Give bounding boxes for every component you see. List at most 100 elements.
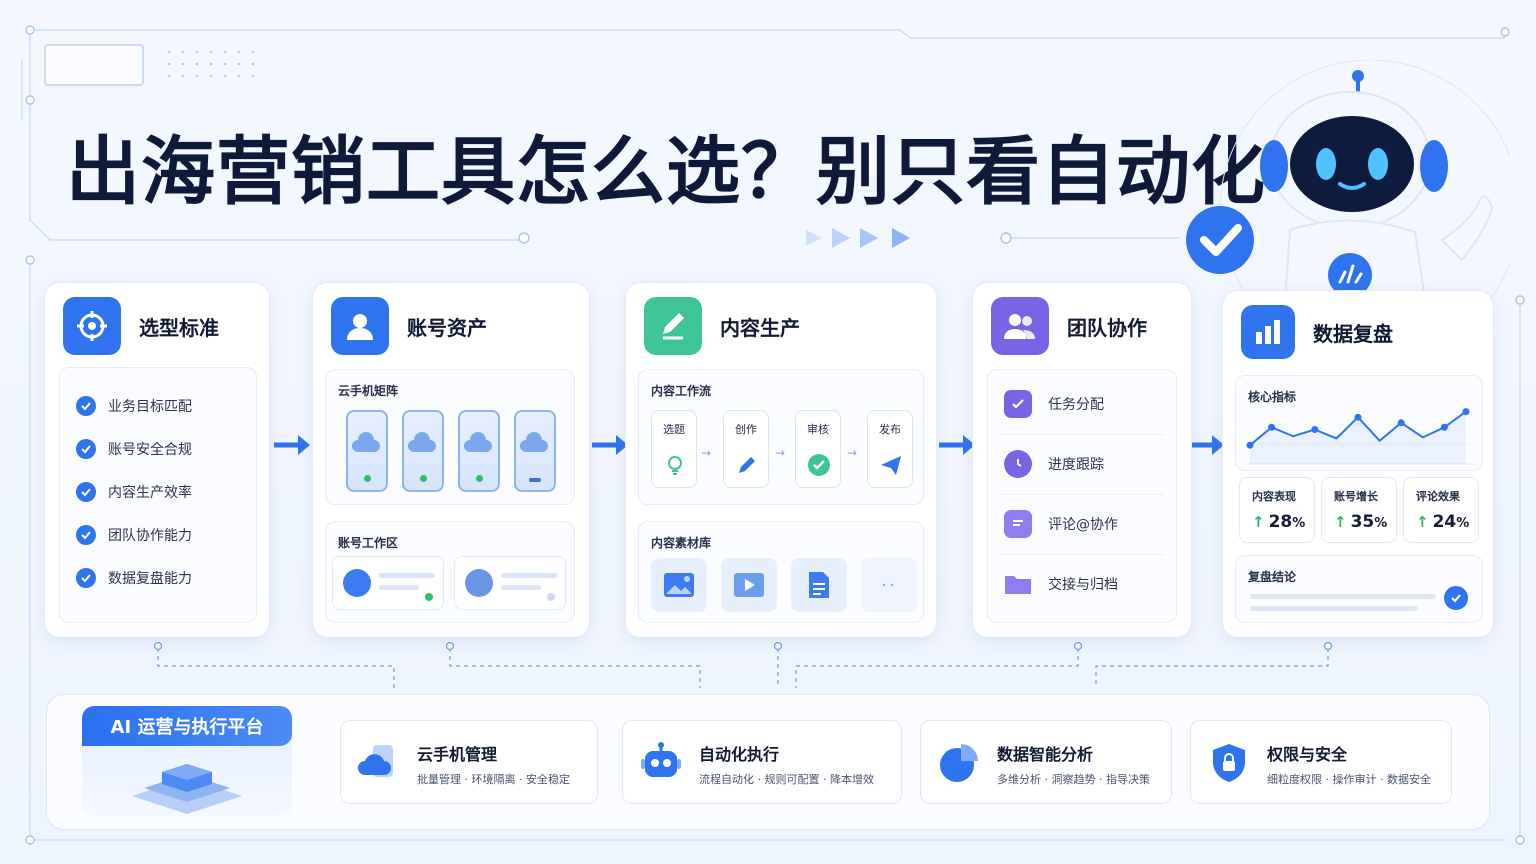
- criteria-list: 业务目标匹配 账号安全合规 内容生产效率 团队协作能力 数据复盘能力: [59, 367, 257, 623]
- cloud-phone-matrix: 云手机矩阵: [325, 369, 575, 505]
- cloud-phone-icon: [458, 410, 500, 492]
- card-account-assets: 账号资产 云手机矩阵 账号工作区: [312, 282, 590, 638]
- card-team-collaboration: 团队协作 任务分配 进度跟踪 评论@协作 交接与归档: [972, 282, 1192, 638]
- feature-data-analysis: 数据智能分析 多维分析 · 洞察趋势 · 指导决策: [920, 720, 1172, 804]
- target-icon: [63, 297, 121, 355]
- check-icon: [76, 439, 96, 459]
- card-selection-criteria: 选型标准 业务目标匹配 账号安全合规 内容生产效率 团队协作能力 数据复盘能力: [44, 282, 270, 638]
- trend-point: [1397, 419, 1405, 427]
- lightbulb-icon: [668, 456, 682, 475]
- edit-icon: [644, 297, 702, 355]
- trend-point: [1462, 408, 1470, 416]
- decorative-box: [44, 44, 144, 86]
- check-icon: [76, 396, 96, 416]
- workflow-step: 发布: [867, 410, 913, 488]
- arrow-up-icon: ↑: [1334, 513, 1347, 531]
- list-item: 业务目标匹配: [76, 396, 192, 416]
- user-icon: [331, 297, 389, 355]
- check-circle-icon: [808, 454, 830, 476]
- card-title: 数据复盘: [1313, 321, 1393, 346]
- more-icon: ··: [861, 558, 917, 612]
- platform-cube-icon: [132, 764, 242, 814]
- list-item: 数据复盘能力: [76, 568, 192, 588]
- feature-permission-security: 权限与安全 细粒度权限 · 操作审计 · 数据安全: [1190, 720, 1452, 804]
- card-data-review: 数据复盘 核心指标 内容表现 ↑28% 账号增长 ↑35% 评论效果 ↑24% …: [1222, 290, 1494, 638]
- pie-chart-icon: [940, 744, 978, 782]
- metric-card: 评论效果 ↑24%: [1403, 477, 1479, 543]
- send-icon: [881, 456, 901, 475]
- workflow-step: 创作: [723, 410, 769, 488]
- avatar-icon: [343, 569, 371, 597]
- card-title: 选型标准: [139, 315, 219, 340]
- list-item: 团队协作能力: [76, 525, 192, 545]
- check-circle-icon: [1444, 586, 1468, 610]
- cloud-phone-icon: [402, 410, 444, 492]
- trend-point: [1311, 426, 1319, 434]
- arrow-right-icon: [274, 435, 310, 455]
- check-icon: [76, 482, 96, 502]
- trend-point: [1246, 441, 1254, 449]
- card-title: 内容生产: [720, 315, 800, 340]
- section-label: 核心指标: [1248, 390, 1297, 404]
- arrow-right-icon: [1192, 435, 1224, 455]
- metric-card: 账号增长 ↑35%: [1321, 477, 1397, 543]
- section-label: 账号工作区: [338, 536, 399, 550]
- check-icon: [76, 568, 96, 588]
- section-label: 内容工作流: [651, 384, 712, 398]
- list-item: 进度跟踪: [1004, 450, 1104, 478]
- core-metrics-panel: 核心指标: [1235, 375, 1483, 471]
- page-title: 出海营销工具怎么选？别只看自动化功能: [66, 129, 1416, 215]
- workspace-item: [332, 556, 444, 610]
- trend-line-chart: [1246, 408, 1474, 465]
- section-label: 内容素材库: [651, 536, 712, 550]
- video-icon: [721, 558, 777, 612]
- comment-icon: [1004, 510, 1032, 538]
- arrow-right-icon: [592, 435, 628, 455]
- feature-automation: 自动化执行 流程自动化 · 规则可配置 · 降本增效: [622, 720, 902, 804]
- review-conclusion: 复盘结论: [1235, 555, 1483, 623]
- workflow-step: 选题: [651, 410, 697, 488]
- cloud-phone-icon: [346, 410, 388, 492]
- trend-point: [1440, 423, 1448, 431]
- list-item: 任务分配: [1004, 390, 1104, 418]
- trend-point: [1268, 423, 1276, 431]
- document-icon: [791, 558, 847, 612]
- folder-icon: [1004, 570, 1032, 598]
- list-item: 内容生产效率: [76, 482, 192, 502]
- step-arrow-icon: →: [701, 446, 712, 460]
- content-workflow: 内容工作流 选题 → 创作 → 审核 → 发布: [638, 369, 924, 505]
- arrow-right-icon: [939, 435, 975, 455]
- account-workspace: 账号工作区: [325, 521, 575, 623]
- avatar-icon: [465, 569, 493, 597]
- checkbox-icon: [1004, 390, 1032, 418]
- list-item: 交接与归档: [1004, 570, 1118, 598]
- arrow-up-icon: ↑: [1252, 513, 1265, 531]
- content-library: 内容素材库 ··: [638, 521, 924, 623]
- list-item: 账号安全合规: [76, 439, 192, 459]
- section-label: 云手机矩阵: [338, 384, 399, 398]
- robot-icon: [641, 742, 681, 777]
- ai-platform-badge: AI 运营与执行平台: [82, 706, 292, 816]
- cloud-phone-icon: [358, 745, 393, 777]
- trend-point: [1354, 413, 1362, 421]
- workflow-step: 审核: [795, 410, 841, 488]
- cloud-phone-icon: [514, 410, 556, 492]
- pencil-icon: [739, 457, 755, 473]
- team-task-list: 任务分配 进度跟踪 评论@协作 交接与归档: [987, 369, 1177, 623]
- section-label: 复盘结论: [1248, 570, 1297, 584]
- platform-title: AI 运营与执行平台: [82, 706, 292, 746]
- feature-cloud-phone: 云手机管理 批量管理 · 环境隔离 · 安全稳定: [340, 720, 598, 804]
- robot-mascot-icon: [1186, 60, 1510, 300]
- step-arrow-icon: →: [775, 446, 786, 460]
- shield-icon: [1213, 744, 1245, 782]
- list-item: 评论@协作: [1004, 510, 1118, 538]
- check-icon: [76, 525, 96, 545]
- step-arrow-icon: →: [847, 446, 858, 460]
- team-icon: [991, 297, 1049, 355]
- workspace-item: [454, 556, 566, 610]
- clock-icon: [1004, 450, 1032, 478]
- card-title: 账号资产: [407, 315, 487, 340]
- image-icon: [651, 558, 707, 612]
- card-title: 团队协作: [1067, 315, 1147, 340]
- metric-card: 内容表现 ↑28%: [1239, 477, 1315, 543]
